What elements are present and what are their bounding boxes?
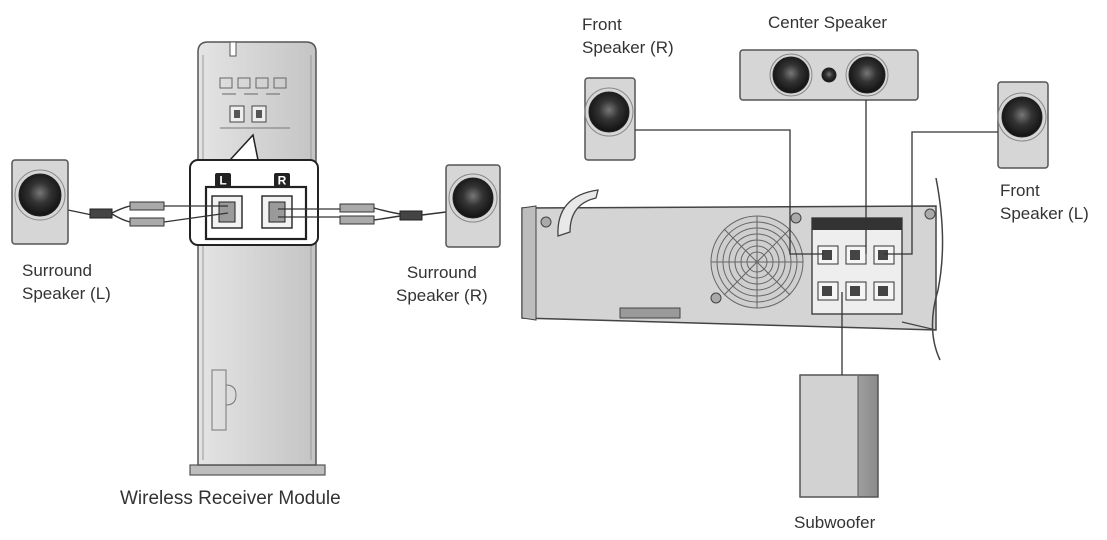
surround-speaker-right bbox=[445, 164, 501, 248]
main-unit bbox=[521, 177, 944, 361]
surround-left-cable bbox=[67, 201, 229, 227]
surround-right-cable bbox=[278, 203, 447, 225]
speakers-out-panel bbox=[811, 217, 903, 315]
label-center-speaker: Center Speaker bbox=[768, 13, 888, 32]
module-terminal-right-letter: R bbox=[278, 174, 287, 188]
wireless-receiver-module: L R bbox=[189, 41, 326, 476]
front-speaker-right bbox=[584, 77, 636, 161]
front-speaker-left bbox=[997, 81, 1049, 169]
front-right-cable bbox=[635, 129, 824, 255]
center-speaker bbox=[739, 49, 919, 101]
module-terminal-left-letter: L bbox=[219, 174, 226, 188]
front-left-cable bbox=[884, 131, 998, 255]
module-terminal-left bbox=[211, 195, 243, 229]
label-surround-speaker-left: Surround Speaker (L) bbox=[22, 261, 111, 303]
speaker-cables bbox=[635, 100, 998, 375]
cooling-fan bbox=[710, 215, 804, 309]
label-front-speaker-right: Front Speaker (R) bbox=[582, 15, 674, 57]
surround-speaker-left bbox=[11, 159, 69, 245]
module-terminal-right bbox=[261, 195, 293, 229]
label-surround-speaker-right: Surround Speaker (R) bbox=[396, 263, 488, 305]
subwoofer bbox=[799, 374, 879, 498]
label-wireless-receiver-module: Wireless Receiver Module bbox=[120, 488, 341, 509]
label-front-speaker-left: Front Speaker (L) bbox=[1000, 181, 1089, 223]
label-subwoofer: Subwoofer bbox=[794, 513, 876, 532]
